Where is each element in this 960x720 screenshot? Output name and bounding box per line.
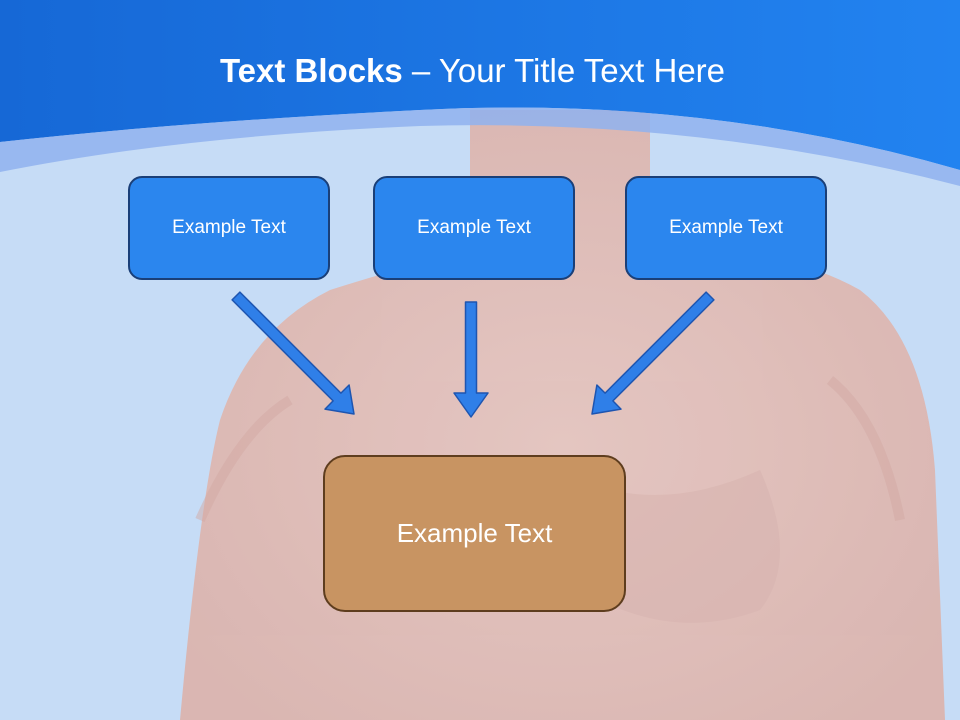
arrow-right: [591, 291, 715, 415]
slide-title: Text Blocks – Your Title Text Here: [0, 52, 945, 90]
header-band: [0, 0, 960, 170]
source-box-left[interactable]: Example Text: [128, 176, 330, 280]
title-separator: –: [402, 52, 439, 89]
source-box-center-label: Example Text: [417, 217, 531, 238]
source-box-right-label: Example Text: [669, 217, 783, 238]
arrow-center: [453, 301, 489, 418]
header-swoosh: [0, 107, 960, 186]
source-box-right[interactable]: Example Text: [625, 176, 827, 280]
target-box[interactable]: Example Text: [323, 455, 626, 612]
target-box-label: Example Text: [396, 518, 553, 548]
title-rest: Your Title Text Here: [438, 52, 726, 89]
title-bold: Text Blocks: [219, 52, 403, 89]
source-box-center[interactable]: Example Text: [373, 176, 575, 280]
source-box-left-label: Example Text: [172, 217, 286, 238]
arrow-left: [231, 291, 355, 415]
